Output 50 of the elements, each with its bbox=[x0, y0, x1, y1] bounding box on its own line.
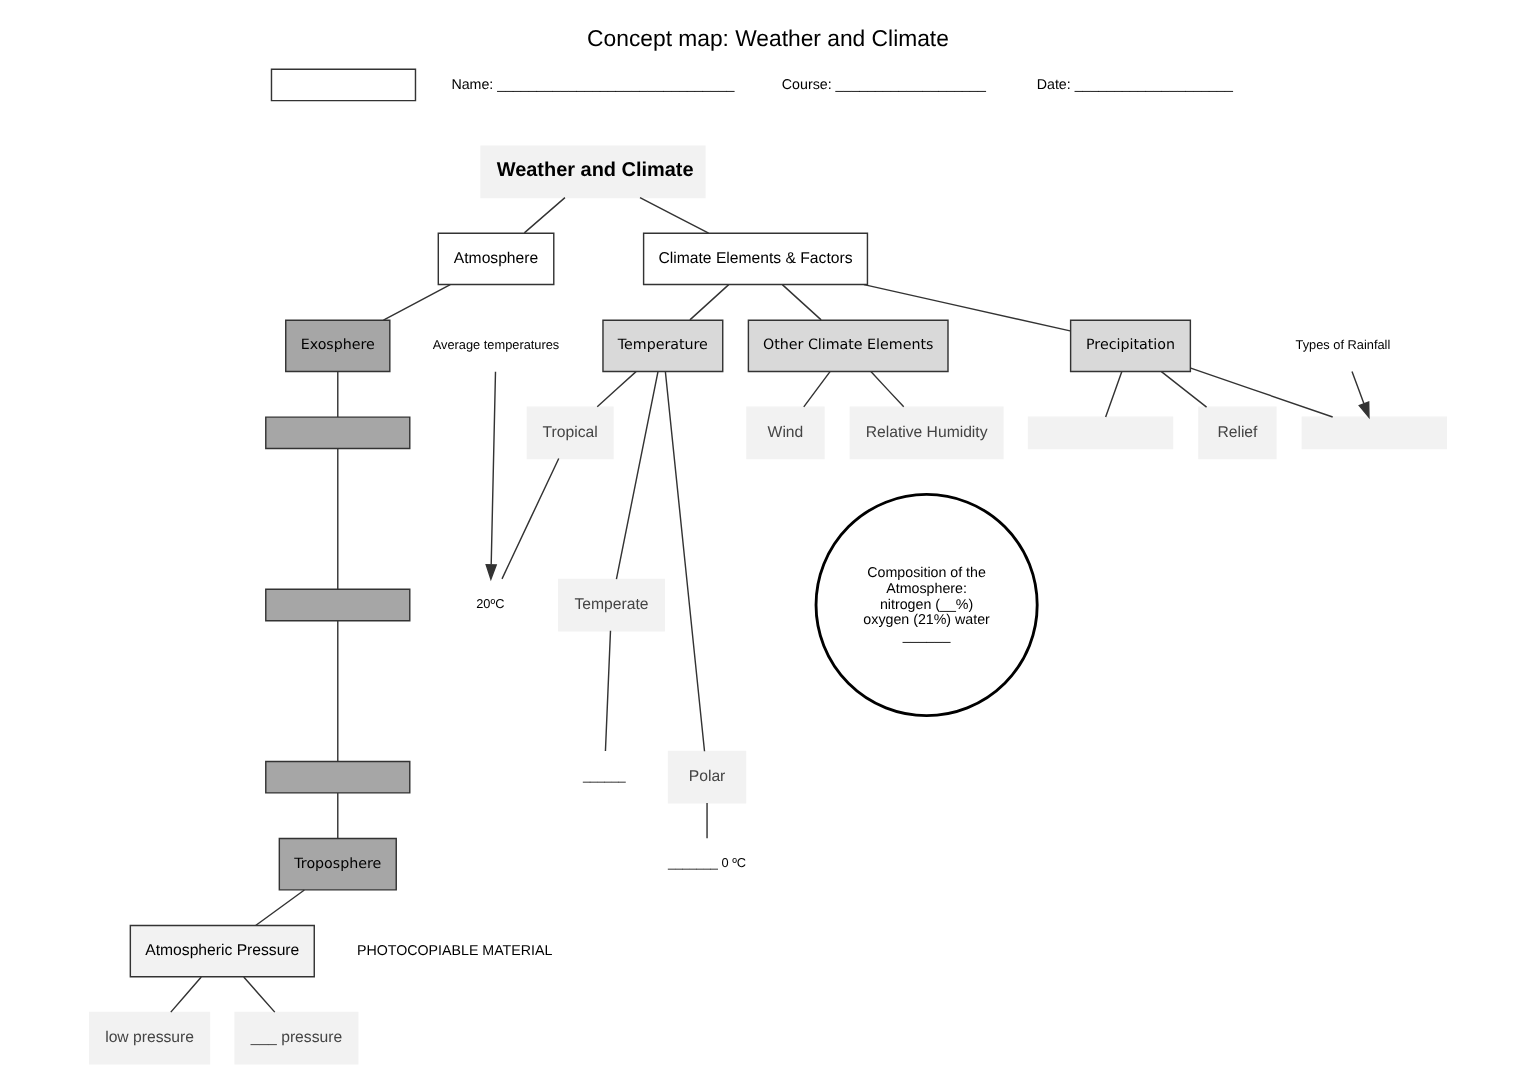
node-box bbox=[270, 68, 417, 102]
node-box: Exosphere bbox=[285, 319, 391, 373]
arrow bbox=[1351, 370, 1370, 420]
connector bbox=[523, 196, 566, 234]
connector bbox=[706, 802, 708, 839]
connector bbox=[1190, 367, 1334, 418]
connector bbox=[639, 196, 710, 234]
diagram-title: Concept map: Weather and Climate bbox=[587, 28, 949, 53]
node-box: Climate Elements & Factors bbox=[642, 232, 869, 286]
connector bbox=[1160, 370, 1208, 408]
node-box: Relief bbox=[1198, 406, 1277, 460]
node-box bbox=[265, 760, 411, 794]
node-box: Wind bbox=[746, 406, 825, 460]
connector bbox=[664, 370, 706, 752]
node-box: ___ pressure bbox=[234, 1011, 359, 1065]
connector bbox=[501, 457, 560, 580]
connector bbox=[337, 620, 339, 763]
arrow bbox=[485, 371, 498, 582]
connector bbox=[1104, 370, 1123, 418]
connector bbox=[689, 283, 730, 321]
node-box: Polar bbox=[667, 750, 747, 804]
connector bbox=[596, 370, 637, 408]
node-box: Temperate bbox=[558, 578, 665, 632]
node-box: Atmosphere bbox=[437, 232, 555, 286]
node-box: Troposphere bbox=[278, 837, 397, 891]
node-box: Weather and Climate bbox=[480, 145, 706, 199]
connector bbox=[604, 630, 612, 752]
connector bbox=[863, 283, 1071, 332]
connector bbox=[337, 370, 339, 418]
connector bbox=[781, 283, 822, 321]
node-box: Tropical bbox=[526, 406, 614, 460]
node-box: low pressure bbox=[89, 1011, 211, 1065]
connector bbox=[337, 792, 339, 839]
node-box bbox=[1301, 416, 1447, 450]
connector bbox=[337, 447, 339, 590]
node-box bbox=[265, 416, 411, 450]
node-box: Atmospheric Pressure bbox=[129, 924, 315, 978]
connector bbox=[243, 976, 276, 1013]
node-box: Precipitation bbox=[1069, 319, 1192, 373]
connector bbox=[254, 889, 306, 927]
node-box: Temperature bbox=[602, 319, 724, 373]
node-box: Relative Humidity bbox=[849, 406, 1004, 460]
node-box bbox=[265, 588, 411, 622]
connector bbox=[870, 370, 905, 408]
connector bbox=[382, 283, 451, 321]
connector bbox=[170, 976, 202, 1013]
connector bbox=[803, 370, 831, 408]
node-box bbox=[1027, 416, 1174, 450]
node-box: Other Climate Elements bbox=[747, 319, 949, 373]
connector bbox=[615, 371, 659, 580]
